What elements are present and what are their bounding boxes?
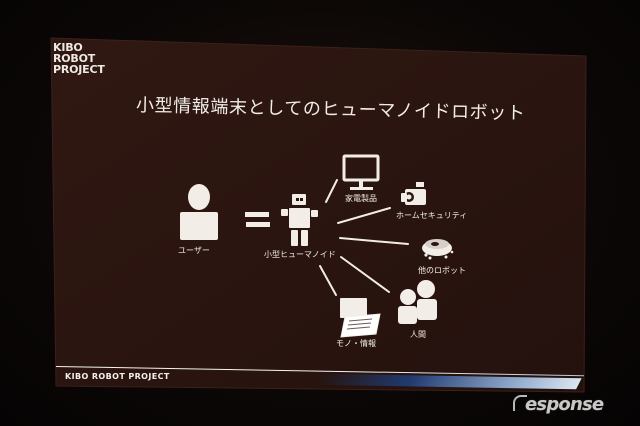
logo-line-3: PROJECT — [53, 63, 105, 76]
fax-machine-icon — [340, 298, 381, 338]
label-security: ホームセキュリティ — [396, 211, 468, 220]
user-icon — [180, 184, 218, 240]
line-to-info — [319, 265, 337, 296]
label-people: 人間 — [410, 330, 426, 339]
connector-lines — [319, 179, 409, 296]
equals-icon — [245, 212, 270, 227]
label-user: ユーザー — [178, 246, 210, 255]
label-appliance: 家電製品 — [345, 194, 377, 203]
line-to-appliance — [325, 179, 338, 203]
logo-line-2: ROBOT — [53, 52, 96, 65]
line-to-people — [340, 256, 390, 293]
watermark-text: esponse — [525, 394, 604, 415]
line-to-other-robot — [339, 237, 409, 245]
kibo-logo: KIBO ROBOT PROJECT — [53, 42, 111, 75]
robot-vacuum-icon — [422, 239, 454, 260]
watermark-r-mark — [513, 395, 527, 411]
security-camera-icon — [401, 182, 426, 205]
footer-brand: KIBO ROBOT PROJECT — [65, 372, 170, 381]
line-to-security — [337, 207, 391, 224]
label-other-robot: 他のロボット — [418, 266, 466, 275]
label-robot: 小型ヒューマノイド — [264, 250, 336, 259]
robot-icon — [281, 194, 318, 246]
response-watermark: esponse — [513, 394, 604, 415]
people-icon — [398, 280, 437, 324]
monitor-icon — [342, 154, 380, 190]
label-info: モノ・情報 — [336, 339, 376, 348]
logo-line-1: KIBO — [53, 41, 83, 54]
